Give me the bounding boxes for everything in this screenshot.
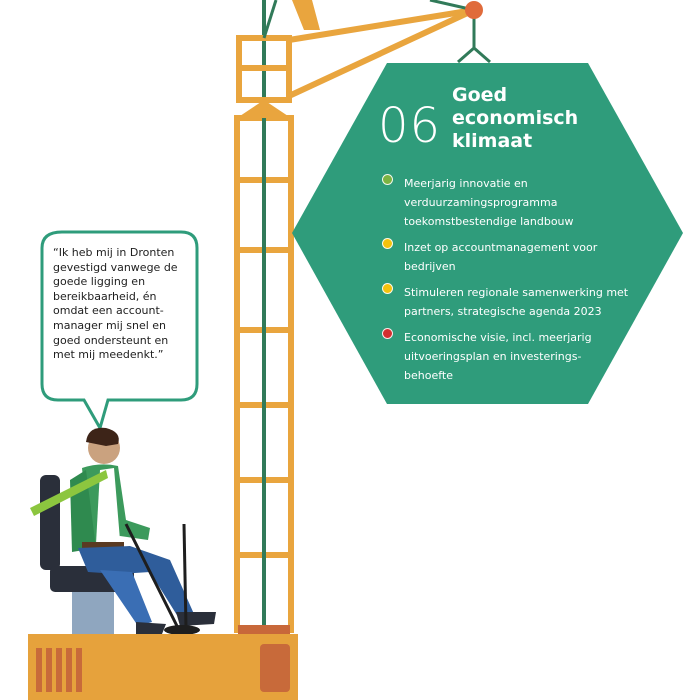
- crane-mast: [236, 0, 320, 103]
- status-dot-icon: [382, 238, 393, 249]
- status-dot-icon: [382, 283, 393, 294]
- hexagon-content: 06 Goed economisch klimaat Meerjarig inn…: [368, 80, 638, 382]
- quote-text: “Ik heb mij in Dronten gevestigd vanwege…: [53, 246, 178, 362]
- section-title: Goed economisch klimaat: [452, 84, 622, 153]
- list-item-text: Inzet op accountmanagement voor bedrijve…: [404, 241, 598, 273]
- list-item: Inzet op accountmanagement voor bedrijve…: [380, 236, 630, 274]
- section-title-line: klimaat: [452, 130, 533, 152]
- list-item: Stimuleren regionale samenwerking met pa…: [380, 281, 630, 319]
- crane-jib: [287, 0, 491, 99]
- crane-tower: [234, 0, 294, 635]
- crane-cabin: [28, 634, 298, 700]
- status-list: Meerjarig innovatie en verduurzamingspro…: [380, 172, 630, 390]
- status-dot-icon: [382, 328, 393, 339]
- speech-bubble-icon: [40, 230, 199, 432]
- businessman-icon: [30, 427, 216, 634]
- list-item-text: Economische visie, incl. meerjarig uitvo…: [404, 331, 592, 382]
- control-levers-icon: [124, 523, 200, 635]
- list-item-text: Stimuleren regionale samenwerking met pa…: [404, 286, 629, 318]
- section-title-line: Goed: [452, 84, 508, 106]
- hexagon-panel: [292, 63, 683, 404]
- section-title-line: economisch: [452, 107, 579, 129]
- list-item-text: Meerjarig innovatie en verduurzamingspro…: [404, 177, 574, 228]
- list-item: Economische visie, incl. meerjarig uitvo…: [380, 326, 630, 383]
- hexagon-header: 06 Goed economisch klimaat: [368, 80, 638, 160]
- list-item: Meerjarig innovatie en verduurzamingspro…: [380, 172, 630, 229]
- jib-pivot-icon: [465, 1, 483, 19]
- status-dot-icon: [382, 174, 393, 185]
- section-number: 06: [378, 98, 442, 154]
